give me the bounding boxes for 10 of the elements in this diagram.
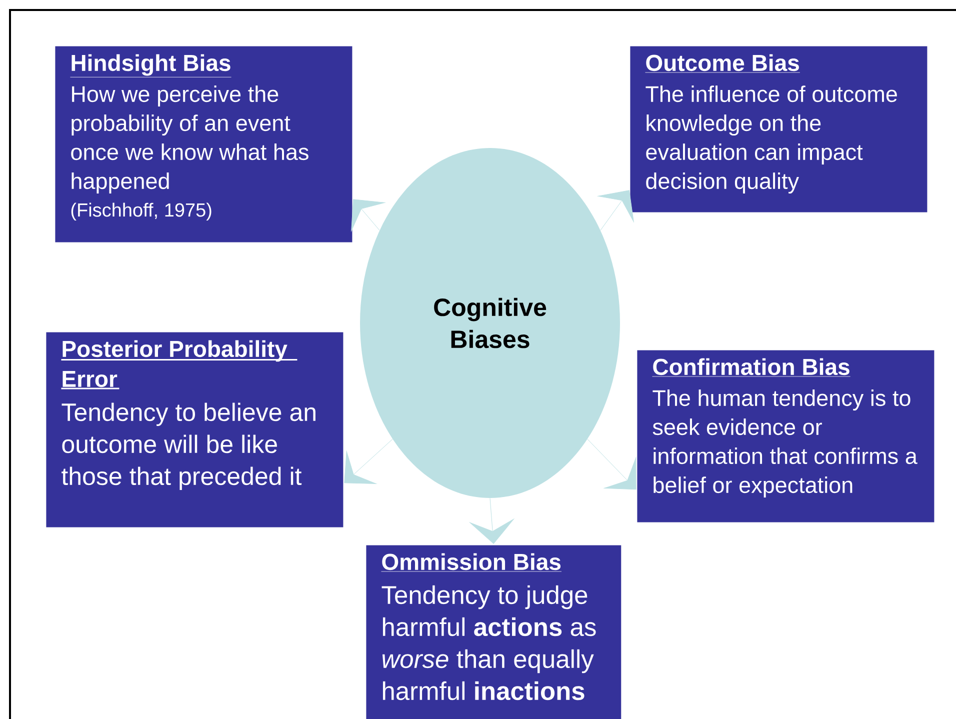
text-box: Confirmation Bias The human tendency is to seek evidence or information that confirms a belief or expectation bbox=[637, 350, 934, 522]
text-box: Ommission Bias Tendency to judge harmful actions as worse than equally harmful inactions bbox=[366, 545, 622, 719]
chevron-arrow bbox=[351, 199, 385, 232]
text-box: Posterior Probability Error Tendency to believe an outcome will be like those that preceded it bbox=[46, 332, 344, 528]
chevron-arrow bbox=[344, 438, 393, 484]
text-box: Hindsight Bias How we perceive the probability of an event once we know what has happened (Fischhoff, 1975) bbox=[55, 46, 352, 242]
chevron-arrow bbox=[587, 438, 636, 490]
chevron-arrow bbox=[598, 190, 634, 231]
text-box: Outcome Bias The influence of outcome knowledge on the evaluation can impact decision quality bbox=[630, 46, 928, 212]
chevron-arrow bbox=[470, 498, 514, 544]
